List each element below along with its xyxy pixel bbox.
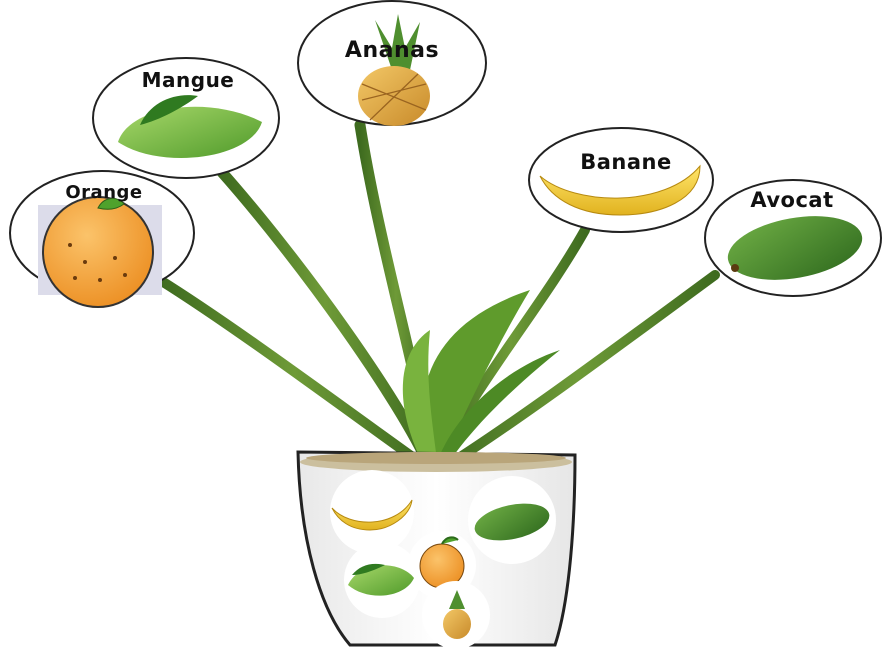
bubble-pineapple [298, 1, 486, 126]
bubble-banana [529, 128, 713, 232]
orange-icon [43, 197, 153, 307]
stem-orange [160, 280, 428, 468]
label-orange: Orange [65, 182, 142, 203]
label-avocado: Avocat [750, 188, 833, 212]
pot-soil-top [306, 452, 566, 464]
label-mango: Mangue [142, 68, 235, 92]
label-pineapple: Ananas [345, 38, 439, 63]
label-banana: Banane [580, 150, 672, 174]
pot-pineapple-icon [443, 609, 471, 639]
pot [298, 452, 575, 649]
